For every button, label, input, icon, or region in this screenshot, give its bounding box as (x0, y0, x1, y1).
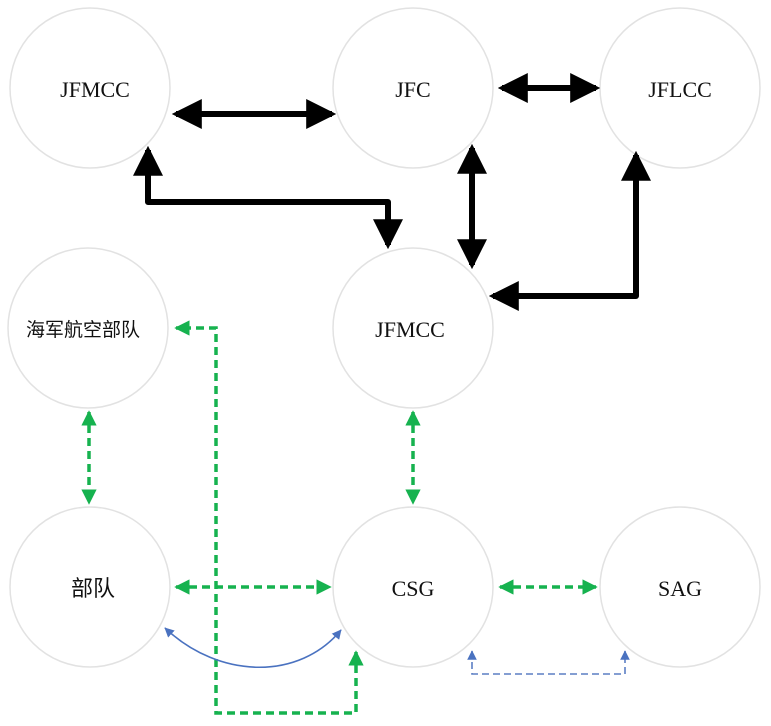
node-jfmcc-mid-label: JFMCC (375, 317, 445, 342)
node-naval-aviation-circle (7, 247, 169, 409)
node-csg: CSG (332, 506, 494, 668)
node-sag-label: SAG (658, 576, 702, 601)
node-jfc-circle (332, 7, 494, 169)
node-units: 部队 (9, 506, 171, 668)
node-units-circle (9, 506, 171, 668)
node-naval-aviation: 海军航空部队 (7, 247, 169, 409)
link-csg-naval-aviation (174, 320, 364, 715)
node-sag: SAG (599, 506, 761, 668)
node-jfmcc-top: JFMCC (9, 7, 171, 169)
node-naval-aviation-label: 海军航空部队 (26, 319, 140, 341)
node-jfmcc-mid: JFMCC (332, 247, 494, 409)
link-units-csg-curve (164, 627, 342, 668)
node-jflcc: JFLCC (599, 7, 761, 169)
node-sag-circle (599, 506, 761, 668)
node-jfmcc-top-label: JFMCC (60, 77, 130, 102)
node-units-label: 部队 (71, 577, 115, 602)
link-jfmcc-top-jfmcc-mid (133, 145, 403, 250)
node-jfmcc-top-circle (9, 7, 171, 169)
node-jfc-label: JFC (395, 77, 430, 102)
link-csg-sag-dashed (467, 650, 630, 675)
node-jflcc-label: JFLCC (648, 77, 712, 102)
link-jflcc-jfmcc-mid (488, 150, 651, 311)
node-jfc: JFC (332, 7, 494, 169)
node-csg-label: CSG (392, 576, 435, 601)
